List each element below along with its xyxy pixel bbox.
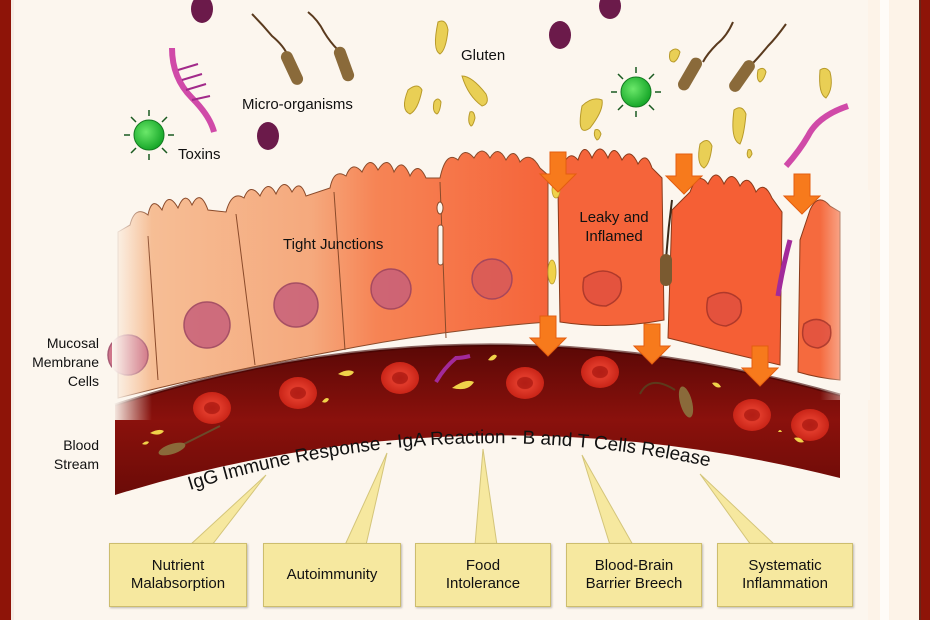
label-blood-line1: Blood (63, 437, 99, 453)
inflamed-nuclei (582, 270, 832, 349)
spiral-bacteria-left (169, 47, 217, 133)
gluten-in-blood (142, 354, 804, 445)
label-mucosal-line3: Cells (68, 373, 99, 389)
frame-border-left (0, 0, 11, 620)
outcome-label: Systematic Inflammation (742, 557, 828, 592)
flagellated-bacteria (251, 11, 787, 92)
label-gluten: Gluten (461, 47, 505, 64)
label-blood-line2: Stream (54, 456, 99, 472)
outcome-label: Nutrient Malabsorption (130, 557, 226, 592)
spores (191, 0, 621, 150)
label-toxins: Toxins (178, 146, 221, 163)
outcome-label: Food Intolerance (445, 557, 521, 592)
parasite-in-gap (660, 199, 673, 286)
label-leaky-line2: Inflamed (585, 228, 643, 245)
label-tight-junctions: Tight Junctions (283, 236, 383, 253)
spiral-bacteria-right (783, 103, 849, 168)
outcome-food-intolerance: Food Intolerance (415, 543, 551, 607)
outcome-blood-brain-barrier: Blood-Brain Barrier Breech (566, 543, 702, 607)
outcome-label: Autoimmunity (286, 566, 378, 583)
outcome-autoimmunity: Autoimmunity (263, 543, 401, 607)
frame-strip-right (868, 0, 920, 620)
virus-icon-left (124, 110, 174, 160)
virus-icon-right (611, 67, 661, 117)
parasite-in-blood-left (158, 425, 221, 456)
gluten-particles (404, 20, 832, 169)
label-mucosal-line2: Membrane (32, 354, 99, 370)
spiral-in-blood (434, 354, 471, 384)
parasite-in-blood-right (639, 382, 694, 418)
frame-border-right-edge (919, 0, 921, 620)
mucosal-cells-inflamed-2 (667, 174, 783, 366)
outcome-systematic-inflammation: Systematic Inflammation (717, 543, 853, 607)
frame-border-left-inner (11, 0, 14, 620)
frame-strip-white (880, 0, 889, 620)
label-mucosal-line1: Mucosal (47, 335, 99, 351)
label-micro-organisms: Micro-organisms (242, 96, 353, 113)
label-leaky-line1: Leaky and (579, 209, 648, 226)
frame-border-right (921, 0, 930, 620)
tight-junction-gaps (436, 201, 444, 266)
spiral-in-gap (775, 239, 793, 297)
outcome-nutrient-malabsorption: Nutrient Malabsorption (109, 543, 247, 607)
outcome-label: Blood-Brain Barrier Breech (585, 557, 683, 592)
